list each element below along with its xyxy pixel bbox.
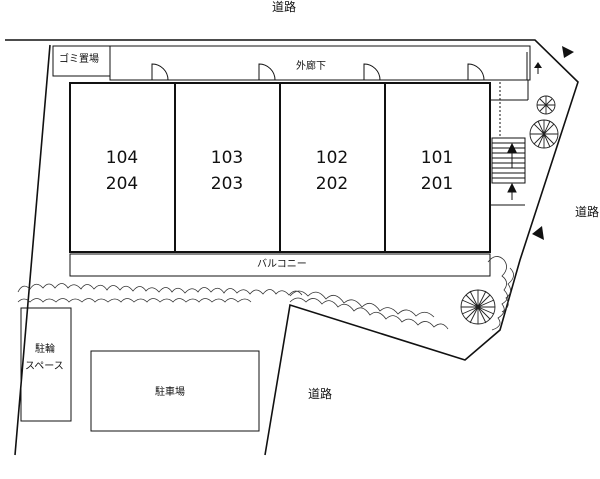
unit-ground-number: 101: [420, 148, 454, 168]
road-south-label: 道路: [308, 387, 333, 401]
bicycle-space-label-1: 駐輪: [35, 344, 55, 355]
unit-upper-number: 203: [210, 174, 244, 194]
unit-103-203: 103 203: [175, 145, 279, 197]
door-swings: [151, 63, 485, 81]
hedge-strip: [17, 256, 514, 331]
unit-upper-number: 201: [420, 174, 454, 194]
balcony-label: バルコニー: [257, 259, 307, 270]
unit-104-204: 104 204: [70, 145, 174, 197]
parking-label: 駐車場: [155, 387, 185, 398]
road-east-label: 道路: [575, 205, 600, 219]
road-north-label: 道路: [272, 0, 297, 14]
unit-101-201: 101 201: [385, 145, 489, 197]
bicycle-space-label-2: スペース: [25, 361, 64, 372]
bicycle-space: [20, 307, 72, 422]
balcony: [69, 253, 491, 277]
garbage-area-label: ゴミ置場: [59, 54, 99, 65]
unit-ground-number: 102: [315, 148, 349, 168]
unit-ground-number: 103: [210, 148, 244, 168]
unit-ground-number: 104: [105, 148, 139, 168]
parking-area: [90, 350, 260, 432]
staircase: [491, 137, 526, 200]
entrance-arrows: [532, 46, 574, 240]
unit-upper-number: 202: [315, 174, 349, 194]
tree-symbols: [460, 95, 559, 325]
unit-blocks: [69, 82, 491, 253]
unit-102-202: 102 202: [280, 145, 384, 197]
unit-upper-number: 204: [105, 174, 139, 194]
corridor-label: 外廊下: [296, 61, 326, 72]
